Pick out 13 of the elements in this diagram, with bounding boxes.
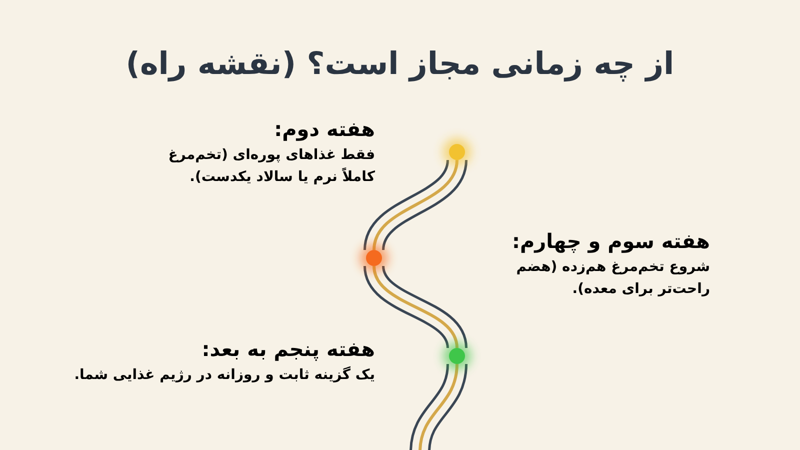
glowing-dot [443,342,471,370]
step-description: یک گزینه ثابت و روزانه در رژیم غذایی شما. [73,365,375,385]
road-segment [410,363,468,450]
road-segment [364,264,468,350]
road-segment [364,158,468,252]
title: از چه زمانی مجاز است؟ (نقشه راه) [124,45,676,84]
step-description: فقط غذاهای پوره‌ای (تخم‌مرغ کاملاً نرم یا سالاد یکدست). [167,146,375,187]
step-heading: هفته سوم و چهارم: [510,228,710,255]
step-heading: هفته پنجم به بعد: [200,336,375,363]
step-description: شروع تخم‌مرغ هم‌زده (هضم راحت‌تر برای معده). [515,258,710,299]
glowing-dot [360,244,388,272]
glowing-dot [443,138,471,166]
step-heading: هفته دوم: [273,116,375,143]
